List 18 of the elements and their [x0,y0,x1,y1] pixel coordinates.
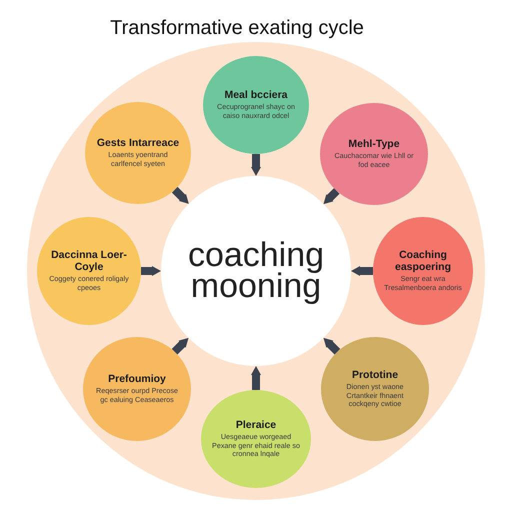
arrow [141,266,161,276]
step-title: Gests Intarreace [96,137,180,150]
step-title: Prefoumioy [108,373,166,386]
arrow [172,186,192,207]
arrow [251,154,261,176]
step-title: Pleraice [236,419,276,432]
diagram-title: Transformative exating cycle [109,17,365,40]
step-title: Prototine [352,369,398,382]
step-title: Meal bcciera [224,89,288,102]
center-label: coaching mooning [186,240,326,302]
arrow [251,366,261,390]
arrow [172,335,192,355]
arrow [351,266,373,276]
arrow [320,188,340,207]
step-title: Mehl-Type [348,138,400,150]
arrow [320,335,340,355]
step-title: Daccinna Loer-Coyle [50,249,128,274]
step-title: Coaching easpoering [394,249,452,274]
